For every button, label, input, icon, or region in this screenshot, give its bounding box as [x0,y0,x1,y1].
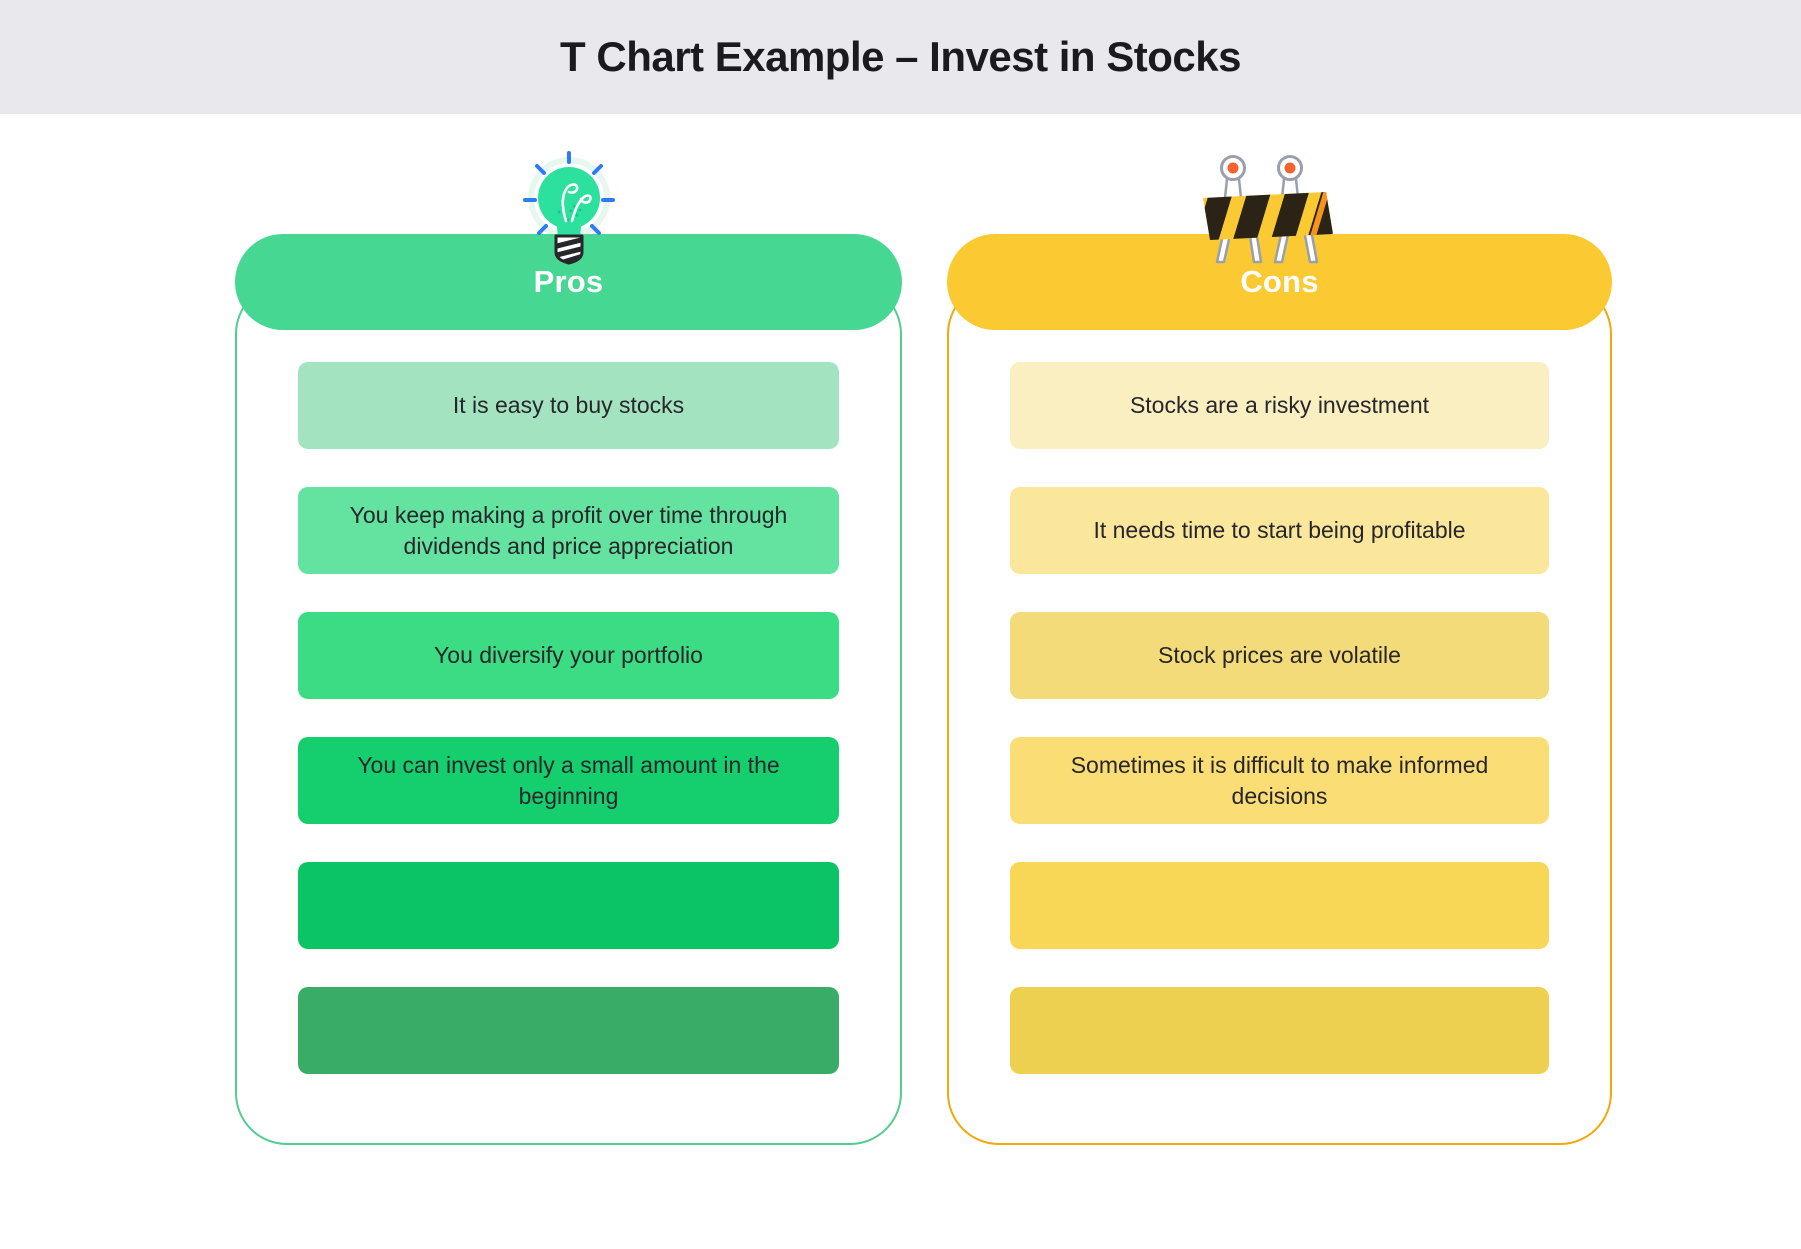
pros-item: You can invest only a small amount in th… [298,737,839,824]
pros-header-label: Pros [533,264,604,299]
pros-item-empty [298,862,839,949]
cons-item-empty [1010,862,1549,949]
pros-item: It is easy to buy stocks [298,362,839,449]
cons-item: Sometimes it is difficult to make inform… [1010,737,1549,824]
pros-item: You keep making a profit over time throu… [298,487,839,574]
barrier-icon [1200,152,1350,264]
page-title: T Chart Example – Invest in Stocks [560,33,1241,80]
cons-item: Stocks are a risky investment [1010,362,1549,449]
cons-header-label: Cons [1240,264,1319,299]
pros-column: Pros It is easy to buy stocks You keep m… [235,151,902,1145]
lightbulb-icon [522,150,615,278]
cons-item: It needs time to start being profitable [1010,487,1549,574]
pros-list: It is easy to buy stocks You keep making… [298,362,839,1074]
pros-item-empty [298,987,839,1074]
title-bar: T Chart Example – Invest in Stocks [0,0,1801,114]
pros-item: You diversify your portfolio [298,612,839,699]
cons-list: Stocks are a risky investment It needs t… [1010,362,1549,1074]
cons-column: Cons Stocks are a risky investment It ne… [947,155,1612,1145]
cons-item: Stock prices are volatile [1010,612,1549,699]
cons-item-empty [1010,987,1549,1074]
